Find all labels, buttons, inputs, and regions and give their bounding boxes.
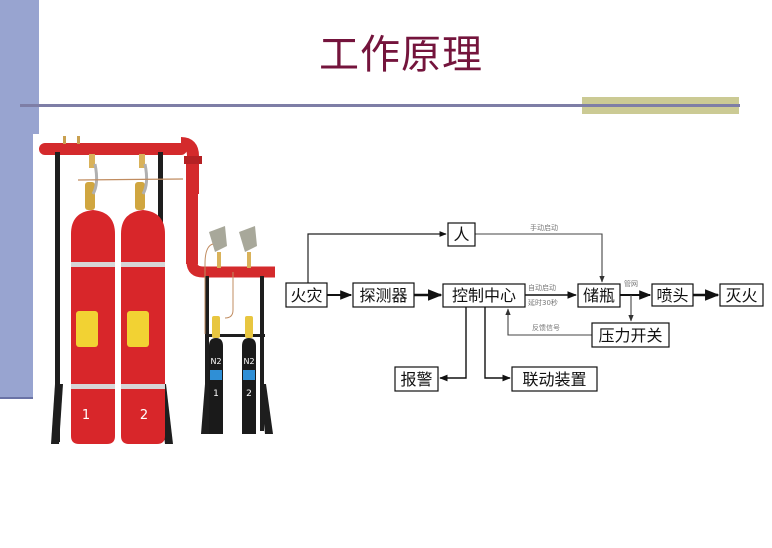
node-detector: 探测器 [352, 282, 415, 308]
edge-person-to-bottle [475, 233, 605, 283]
diagram-connectors [307, 231, 720, 382]
node-linkage-device: 联动装置 [511, 366, 598, 392]
svg-text:人: 人 [453, 225, 469, 244]
node-pressure-switch: 压力开关 [591, 322, 670, 348]
svg-text:探测器: 探测器 [359, 286, 407, 305]
fire-suppression-system-photo: 1 2 N2 1 N2 2 [33, 134, 285, 450]
node-extinguish: 灭火 [719, 283, 764, 307]
label-auto-start: 自动启动 [528, 283, 556, 292]
edge-control-to-linkage [484, 307, 511, 382]
edge-fire-to-person [307, 231, 447, 283]
node-control-center: 控制中心 [442, 283, 526, 308]
gas-label: N2 [243, 357, 254, 366]
edge-feedback [505, 308, 592, 336]
svg-text:控制中心: 控制中心 [452, 286, 516, 305]
slide-title: 工作原理 [319, 32, 483, 78]
node-person: 人 [447, 222, 476, 247]
node-nozzle: 喷头 [651, 283, 694, 307]
cylinder-number: 1 [82, 408, 90, 423]
edge-control-to-alarm [439, 307, 467, 382]
svg-text:联动装置: 联动装置 [522, 370, 586, 389]
svg-text:火灾: 火灾 [290, 286, 322, 305]
title-underline-rule [20, 104, 740, 107]
nitrogen-cylinder-1: N2 1 [209, 316, 223, 434]
nitrogen-cylinder-2: N2 2 [242, 316, 256, 434]
gas-label: N2 [210, 357, 221, 366]
svg-text:储瓶: 储瓶 [583, 286, 615, 305]
agent-cylinder-1: 1 [71, 210, 115, 444]
pneumatic-actuators [204, 226, 257, 334]
svg-text:喷头: 喷头 [656, 286, 688, 305]
label-delay: 延时30秒 [528, 298, 558, 307]
node-alarm: 报警 [394, 366, 439, 392]
node-fire: 火灾 [285, 282, 328, 308]
label-pipe-network: 管网 [624, 279, 638, 288]
cylinder-number: 1 [213, 389, 219, 399]
node-storage-bottle: 储瓶 [577, 283, 621, 308]
cylinder-number: 2 [140, 408, 148, 423]
label-feedback-signal: 反馈信号 [532, 323, 560, 332]
svg-text:报警: 报警 [400, 370, 432, 389]
agent-cylinder-2: 2 [121, 210, 165, 444]
label-manual-start: 手动启动 [530, 223, 558, 232]
header-pipe [39, 136, 275, 278]
agent-cylinder-valves [77, 154, 184, 210]
svg-text:压力开关: 压力开关 [598, 326, 662, 345]
cylinder-number: 2 [246, 389, 252, 399]
left-decorative-bar [0, 0, 39, 399]
svg-text:灭火: 灭火 [725, 286, 757, 305]
